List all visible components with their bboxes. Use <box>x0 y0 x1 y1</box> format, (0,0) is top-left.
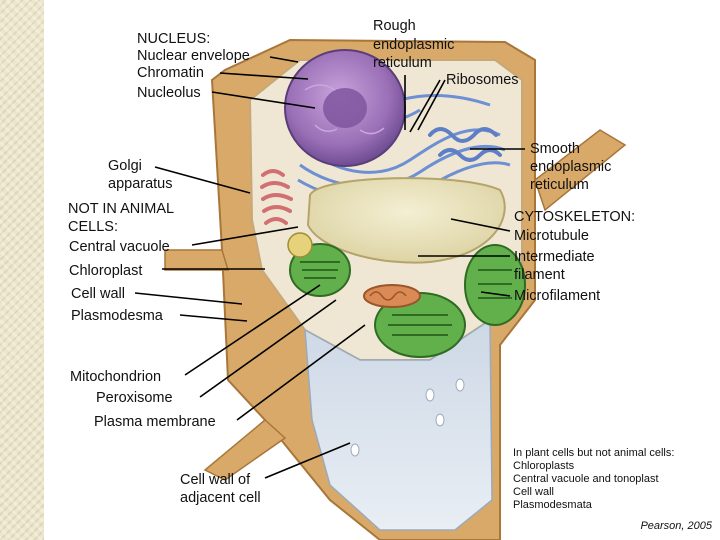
label-nucleolus: Nucleolus <box>137 85 201 101</box>
label-chloroplast: Chloroplast <box>69 263 143 279</box>
mitochondrion <box>363 284 421 308</box>
decorative-sidebar <box>0 0 44 540</box>
label-nuclear-envelope: Nuclear envelope <box>137 48 250 64</box>
label-golgi-2: apparatus <box>108 176 173 192</box>
label-intermediate-2: filament <box>514 267 565 283</box>
label-microtubule: Microtubule <box>514 228 589 244</box>
central-vacuole <box>306 177 506 264</box>
note-item-plasmodesmata: Plasmodesmata <box>513 499 592 511</box>
chloroplasts <box>289 243 526 358</box>
peroxisome <box>287 232 313 258</box>
golgi <box>260 169 293 225</box>
label-mitochondrion: Mitochondrion <box>70 369 162 385</box>
label-cell-wall: Cell wall <box>71 286 125 302</box>
label-rough-er-3: reticulum <box>373 55 432 71</box>
label-plasmodesma: Plasmodesma <box>71 308 163 324</box>
label-smooth-er-1: Smooth <box>530 141 580 157</box>
label-smooth-er-3: reticulum <box>530 177 589 193</box>
label-golgi-1: Golgi <box>108 158 142 174</box>
label-cell-wall-adjacent-1: Cell wall of <box>180 472 251 488</box>
label-cell-wall-adjacent-2: adjacent cell <box>180 490 261 506</box>
label-nucleus-heading: NUCLEUS: <box>137 31 211 47</box>
note-heading: In plant cells but not animal cells: <box>513 447 675 459</box>
note-item-cell-wall: Cell wall <box>513 486 554 498</box>
label-chromatin: Chromatin <box>137 65 204 81</box>
label-intermediate-1: Intermediate <box>514 249 595 265</box>
label-cytoskeleton: CYTOSKELETON: <box>514 209 636 225</box>
note-item-central-vacuole: Central vacuole and tonoplast <box>513 473 659 485</box>
label-smooth-er-2: endoplasmic <box>530 159 612 175</box>
label-not-in-animal-2: CELLS: <box>68 219 118 235</box>
smooth-er <box>428 127 502 162</box>
credit: Pearson, 2005 <box>640 520 712 532</box>
label-central-vacuole: Central vacuole <box>69 239 170 255</box>
plasmodesmata <box>350 378 465 457</box>
label-rough-er-2: endoplasmic <box>373 37 455 53</box>
label-microfilament: Microfilament <box>514 288 601 304</box>
nucleus <box>284 49 406 167</box>
label-not-in-animal-1: NOT IN ANIMAL <box>68 201 175 217</box>
note-item-chloroplasts: Chloroplasts <box>513 460 575 472</box>
label-ribosomes: Ribosomes <box>446 72 519 88</box>
label-rough-er-1: Rough <box>373 18 416 34</box>
leader-lines <box>134 56 525 479</box>
label-plasma-membrane: Plasma membrane <box>94 414 216 430</box>
label-peroxisome: Peroxisome <box>96 390 173 406</box>
